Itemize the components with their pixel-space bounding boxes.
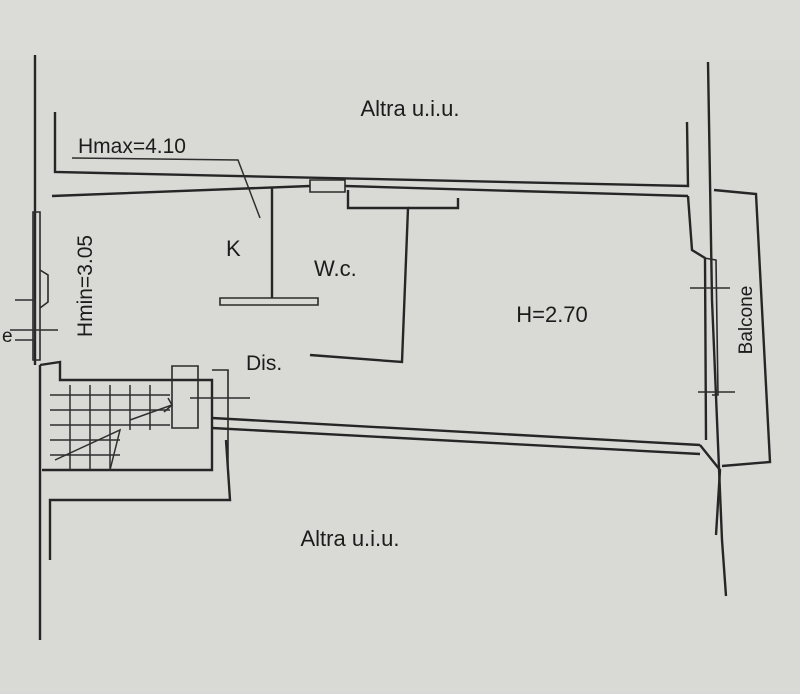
staircase-side-wall: [212, 369, 229, 470]
left-wall-window: [32, 211, 41, 361]
left-door-frame: [15, 299, 36, 341]
balcony-outline: [713, 188, 772, 468]
wc-room-joint: [408, 198, 460, 210]
hmax-leader-line: [71, 157, 261, 219]
kitchen-label: K: [226, 236, 241, 261]
staircase-outline: [39, 360, 214, 472]
hmin-label: Hmin=3.05: [74, 235, 97, 337]
stair-risers: [69, 385, 151, 470]
bottom-unit-label: Altra u.i.u.: [300, 526, 399, 551]
kitchen-counter: [219, 297, 319, 306]
bottom-corridor-walls: [211, 416, 701, 456]
stair-landing: [171, 365, 199, 429]
right-boundary-wall: [706, 61, 728, 597]
wc-label: W.c.: [314, 256, 357, 281]
room-height-label: H=2.70: [516, 302, 588, 327]
balcony-door: [703, 257, 719, 396]
top-window: [309, 179, 346, 193]
stair-diagonal: [54, 428, 122, 471]
edge-fragment-label: e: [2, 326, 13, 347]
dis-label: Dis.: [246, 352, 282, 375]
bottom-right-corner: [699, 444, 722, 536]
top-unit-boundary: [53, 112, 690, 188]
balcony-door-markers: [690, 287, 735, 393]
top-unit-label: Altra u.i.u.: [360, 96, 459, 121]
balcone-label: Balcone: [736, 286, 757, 355]
main-room-right-wall: [686, 195, 708, 441]
hmax-label: Hmax=4.10: [78, 135, 186, 158]
left-wall-recess: [39, 269, 49, 309]
paper-shade: [0, 0, 800, 60]
apartment-top-wall: [51, 184, 689, 198]
